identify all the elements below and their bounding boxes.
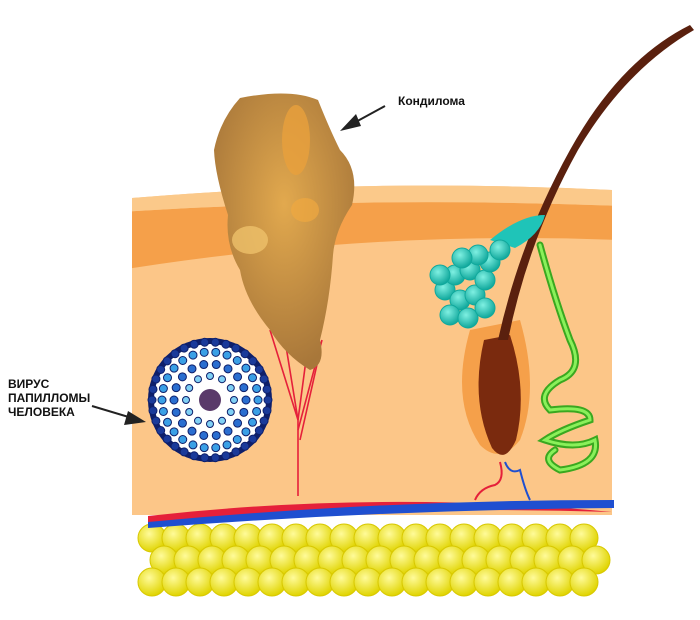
hair-follicle <box>462 25 694 501</box>
sebaceous-gland <box>429 215 545 329</box>
virus-label-line: ЧЕЛОВЕКА <box>8 405 75 419</box>
virus-arrow <box>91 405 146 425</box>
virus-label: ВИРУС ПАПИЛЛОМЫ ЧЕЛОВЕКА <box>8 377 90 419</box>
papilloma-virus <box>147 337 273 463</box>
vein <box>148 500 614 528</box>
blood-vessels <box>148 500 614 528</box>
condyloma-arrow <box>340 105 386 131</box>
virus-label-line: ВИРУС <box>8 377 50 391</box>
condyloma <box>214 93 355 371</box>
hair-bulb <box>478 335 521 455</box>
fat-layer <box>137 523 611 597</box>
virus-label-line: ПАПИЛЛОМЫ <box>8 391 91 405</box>
condyloma-label: Кондилома <box>398 94 465 108</box>
